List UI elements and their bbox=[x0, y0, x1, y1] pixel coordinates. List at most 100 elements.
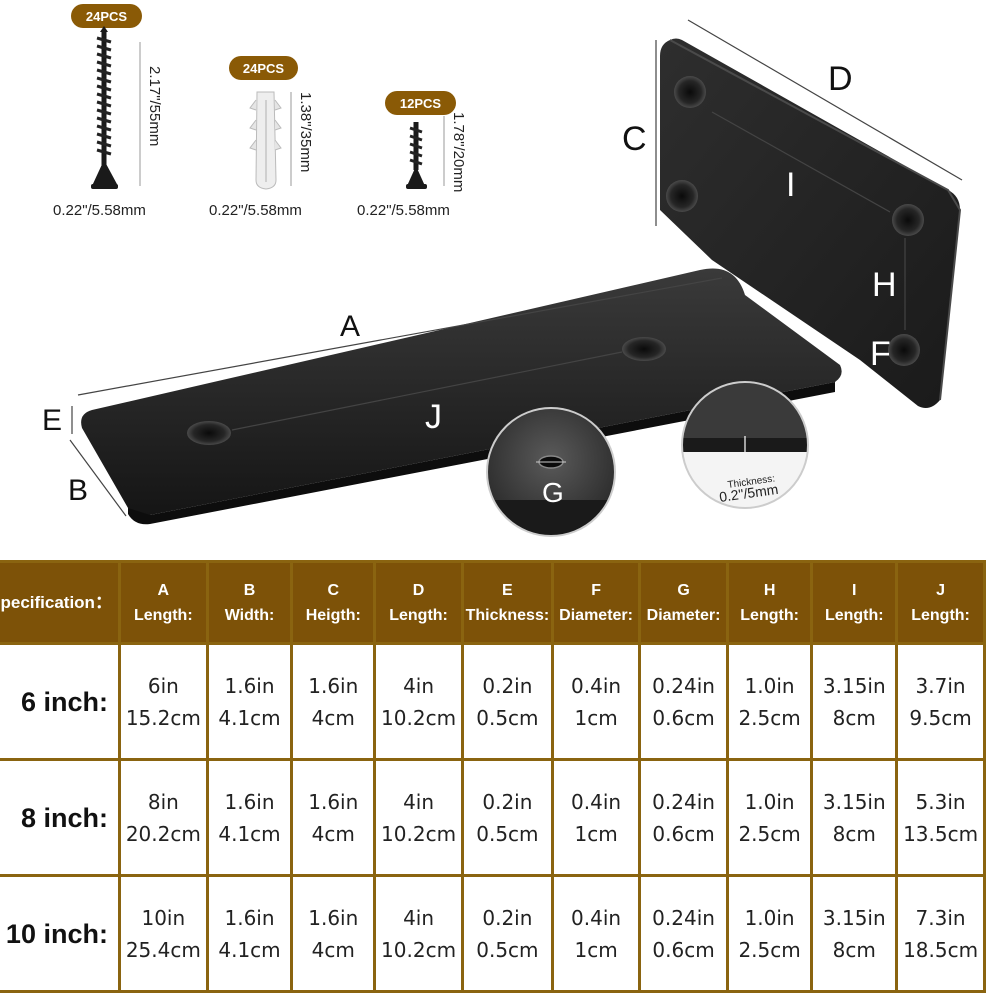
column-name: Diameter: bbox=[646, 606, 721, 624]
value-metric: 10.2cm bbox=[381, 937, 457, 962]
column-letter: E bbox=[502, 581, 513, 599]
bracket-vertical-plate bbox=[660, 38, 962, 408]
length-label: 1.78"/20mm bbox=[450, 112, 467, 192]
bracket-diagram: 24PCS 2.17"/55mm 0.22"/5.58mm 24PCS 1.38… bbox=[42, 4, 963, 537]
value-imperial: 0.4in bbox=[571, 905, 622, 930]
dim-label-h: H bbox=[872, 266, 897, 304]
dim-label-e: E bbox=[42, 404, 62, 437]
value-imperial: 3.15in bbox=[822, 905, 886, 930]
table-cell: 4in 10.2cm bbox=[373, 874, 464, 993]
row-label: 6 inch: bbox=[0, 642, 121, 761]
value-imperial: 1.0in bbox=[744, 905, 795, 930]
column-name: Length: bbox=[134, 606, 193, 624]
dimension-lines bbox=[69, 19, 963, 517]
qty-badge-text: 12PCS bbox=[400, 96, 442, 111]
qty-badge-text: 24PCS bbox=[86, 9, 128, 24]
dim-label-i: I bbox=[786, 166, 795, 204]
value-imperial: 4in bbox=[403, 905, 435, 930]
column-header: H Length: bbox=[725, 560, 814, 645]
hardware-wall-anchor: 24PCS 1.38"/35mm 0.22"/5.58mm bbox=[209, 56, 314, 219]
column-letter: H bbox=[763, 581, 776, 599]
table-cell: 10in 25.4cm bbox=[117, 874, 209, 993]
value-imperial: 1.0in bbox=[744, 673, 795, 698]
value-metric: 0.6cm bbox=[652, 821, 715, 846]
value-metric: 0.6cm bbox=[652, 705, 715, 730]
value-metric: 2.5cm bbox=[738, 705, 801, 730]
value-metric: 25.4cm bbox=[125, 937, 201, 962]
column-letter: D bbox=[412, 581, 425, 599]
value-metric: 2.5cm bbox=[738, 821, 801, 846]
value-imperial: 3.15in bbox=[822, 789, 886, 814]
table-cell: 1.6in 4cm bbox=[290, 874, 377, 993]
value-metric: 10.2cm bbox=[381, 821, 457, 846]
diameter-label: 0.22"/5.58mm bbox=[209, 202, 302, 219]
value-metric: 4.1cm bbox=[218, 937, 281, 962]
value-metric: 4cm bbox=[311, 821, 355, 846]
mounting-hole bbox=[888, 334, 920, 366]
value-metric: 0.6cm bbox=[652, 937, 715, 962]
table-cell: 1.0in 2.5cm bbox=[725, 874, 814, 993]
value-imperial: 1.6in bbox=[224, 905, 275, 930]
column-letter: I bbox=[852, 581, 857, 599]
zoom-circle-thickness: Thickness: 0.2"/5mm bbox=[681, 381, 809, 509]
value-metric: 1cm bbox=[574, 705, 618, 730]
value-metric: 0.5cm bbox=[476, 937, 539, 962]
value-metric: 0.5cm bbox=[476, 705, 539, 730]
value-metric: 9.5cm bbox=[909, 705, 972, 730]
value-imperial: 0.24in bbox=[652, 673, 715, 698]
table-cell: 0.24in 0.6cm bbox=[638, 758, 729, 877]
value-imperial: 1.6in bbox=[308, 905, 359, 930]
value-imperial: 0.24in bbox=[652, 789, 715, 814]
value-metric: 1cm bbox=[574, 821, 618, 846]
value-metric: 4cm bbox=[311, 705, 355, 730]
product-illustration: 24PCS 2.17"/55mm 0.22"/5.58mm 24PCS 1.38… bbox=[42, 4, 963, 537]
qty-badge bbox=[229, 56, 298, 80]
column-letter: A bbox=[157, 581, 170, 599]
table-cell: 1.6in 4cm bbox=[290, 758, 377, 877]
dim-label-j: J bbox=[425, 398, 442, 436]
value-metric: 4.1cm bbox=[218, 705, 281, 730]
value-metric: 2.5cm bbox=[738, 937, 801, 962]
dim-label-c: C bbox=[622, 120, 647, 158]
value-imperial: 6in bbox=[147, 673, 179, 698]
table-cell: 0.4in 1cm bbox=[550, 758, 642, 877]
value-metric: 20.2cm bbox=[125, 821, 201, 846]
value-imperial: 0.2in bbox=[482, 905, 533, 930]
value-imperial: 1.0in bbox=[744, 789, 795, 814]
value-imperial: 0.4in bbox=[571, 789, 622, 814]
length-label: 2.17"/55mm bbox=[146, 66, 163, 146]
value-imperial: 10in bbox=[141, 905, 186, 930]
column-name: Thickness: bbox=[465, 606, 550, 624]
value-imperial: 8in bbox=[147, 789, 179, 814]
value-imperial: 4in bbox=[403, 673, 435, 698]
column-name: Length: bbox=[740, 606, 799, 624]
qty-badge-text: 24PCS bbox=[243, 61, 285, 76]
value-imperial: 3.15in bbox=[822, 673, 886, 698]
table-cell: 8in 20.2cm bbox=[117, 758, 209, 877]
diameter-label: 0.22"/5.58mm bbox=[53, 202, 146, 219]
dim-label-b: B bbox=[68, 474, 88, 507]
column-name: Diameter: bbox=[559, 606, 633, 624]
value-metric: 4cm bbox=[311, 937, 355, 962]
length-label: 1.38"/35mm bbox=[297, 92, 314, 172]
column-name: Width: bbox=[224, 606, 275, 624]
value-imperial: 1.6in bbox=[308, 789, 359, 814]
mounting-hole bbox=[892, 204, 924, 236]
diameter-label: 0.22"/5.58mm bbox=[357, 202, 450, 219]
